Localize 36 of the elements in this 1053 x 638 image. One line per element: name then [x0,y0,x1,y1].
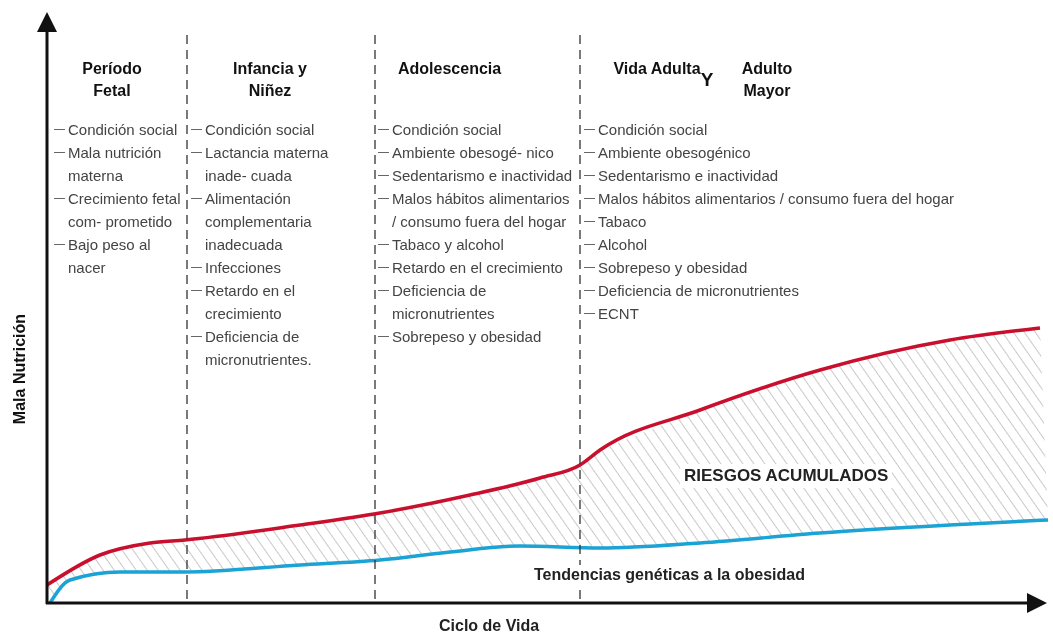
stage-heading: Adulto Mayor [740,59,794,101]
axis-title: Mala Nutrición [11,312,29,427]
risk-factor-item: Retardo en el crecimiento [191,279,366,325]
stage-heading: Vida Adulta [612,59,702,77]
risk-factor-item: Condición social [191,118,366,141]
risk-factor-item: Sedentarismo e inactividad [378,164,573,187]
risk-factor-item: Sedentarismo e inactividad [584,164,1039,187]
risk-factor-item: Retardo en el crecimiento [378,256,573,279]
risk-factor-item: ECNT [584,302,1039,325]
risk-factor-item: Ambiente obesogé- nico [378,141,573,164]
area-label: RIESGOS ACUMULADOS [680,464,893,488]
stage-heading: Período Fetal [81,59,143,101]
risk-factor-item: Crecimiento fetal com- prometido [54,187,186,233]
risk-factor-item: Deficiencia de micronutrientes [378,279,573,325]
risk-factor-item: Malos hábitos alimentarios / consumo fuera del hogar [584,187,1039,210]
risk-factor-item: Mala nutrición materna [54,141,186,187]
stage-heading: Adolescencia [398,59,503,79]
risk-factor-item: Sobrepeso y obesidad [584,256,1039,279]
risk-factor-item: Condición social [378,118,573,141]
risk-factor-item: Tabaco y alcohol [378,233,573,256]
risk-factor-item: Bajo peso al nacer [54,233,186,279]
risk-factor-item: Alimentación complementaria inadecuada [191,187,366,256]
risk-factor-item: Alcohol [584,233,1039,256]
risk-factor-item: Condición social [54,118,186,141]
risk-factor-item: Malos hábitos alimentarios / consumo fuera del hogar [378,187,573,233]
risk-factor-item: Deficiencia de micronutrientes. [191,325,366,371]
risk-factor-item: Condición social [584,118,1039,141]
axis-title: Ciclo de Vida [438,616,541,636]
risk-factor-item: Sobrepeso y obesidad [378,325,573,348]
stage-heading: Infancia y Niñez [232,59,308,101]
risk-factor-item: Infecciones [191,256,366,279]
risk-factor-item: Deficiencia de micronutrientes [584,279,1039,302]
risk-factor-item: Tabaco [584,210,1039,233]
risk-factor-item: Lactancia materna inade- cuada [191,141,366,187]
risk-factor-item: Ambiente obesogénico [584,141,1039,164]
conjunction-text: Y [700,69,715,91]
